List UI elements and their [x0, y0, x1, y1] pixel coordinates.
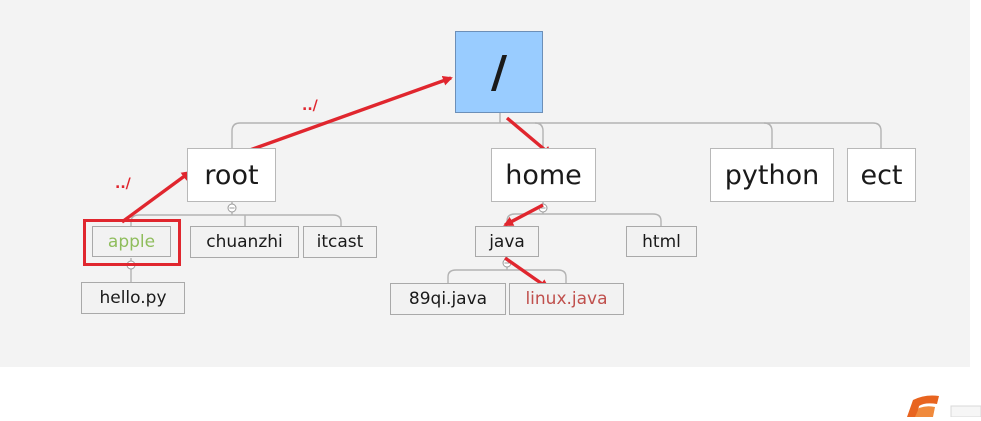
node-chuanzhi[interactable]: chuanzhi — [190, 226, 299, 258]
brand-logo-icon — [905, 392, 981, 418]
node-label: ect — [860, 159, 903, 191]
node-apple[interactable]: apple — [92, 226, 171, 257]
node-label: 89qi.java — [408, 289, 488, 309]
node-label: java — [489, 231, 525, 252]
connector-to-itcast — [332, 214, 342, 226]
arrow-home-to-java — [503, 203, 544, 227]
node-hello-py[interactable]: hello.py — [81, 282, 185, 314]
node-filesystem-root[interactable]: / — [455, 31, 543, 113]
connector-to-home — [534, 122, 544, 148]
node-label: / — [490, 46, 508, 98]
connector-to-linux — [557, 269, 567, 283]
node-itcast[interactable]: itcast — [303, 226, 377, 258]
node-label: itcast — [316, 232, 364, 252]
node-label: hello.py — [99, 288, 167, 308]
mind-map-canvas: / root home python ect apple chuanzhi it… — [0, 0, 970, 367]
node-home[interactable]: home — [491, 148, 596, 202]
path-label-lower: ../ — [115, 176, 131, 192]
current-directory-highlight — [83, 219, 181, 266]
connector-to-89qi — [447, 269, 457, 283]
node-89qi-java[interactable]: 89qi.java — [390, 283, 506, 315]
node-label: root — [204, 159, 259, 191]
node-label: apple — [107, 231, 156, 252]
path-label-upper: ../ — [302, 98, 318, 114]
node-java[interactable]: java — [475, 226, 539, 257]
connector-to-ect — [872, 122, 882, 148]
node-label: html — [642, 231, 681, 252]
connector-to-python — [763, 122, 773, 148]
node-python[interactable]: python — [710, 148, 834, 202]
node-linux-java[interactable]: linux.java — [509, 283, 624, 315]
node-label: home — [505, 159, 582, 191]
node-root[interactable]: root — [187, 148, 276, 202]
node-label: chuanzhi — [206, 232, 283, 252]
node-label: linux.java — [525, 289, 608, 309]
node-html[interactable]: html — [626, 226, 697, 257]
collapse-marker-minus — [229, 207, 546, 264]
node-label: python — [724, 159, 820, 191]
node-ect[interactable]: ect — [847, 148, 916, 202]
connector-to-root — [231, 122, 241, 148]
connector-to-html — [652, 213, 662, 226]
arrow-root-to-slash — [235, 75, 453, 157]
arrow-apple-to-root — [120, 170, 192, 224]
